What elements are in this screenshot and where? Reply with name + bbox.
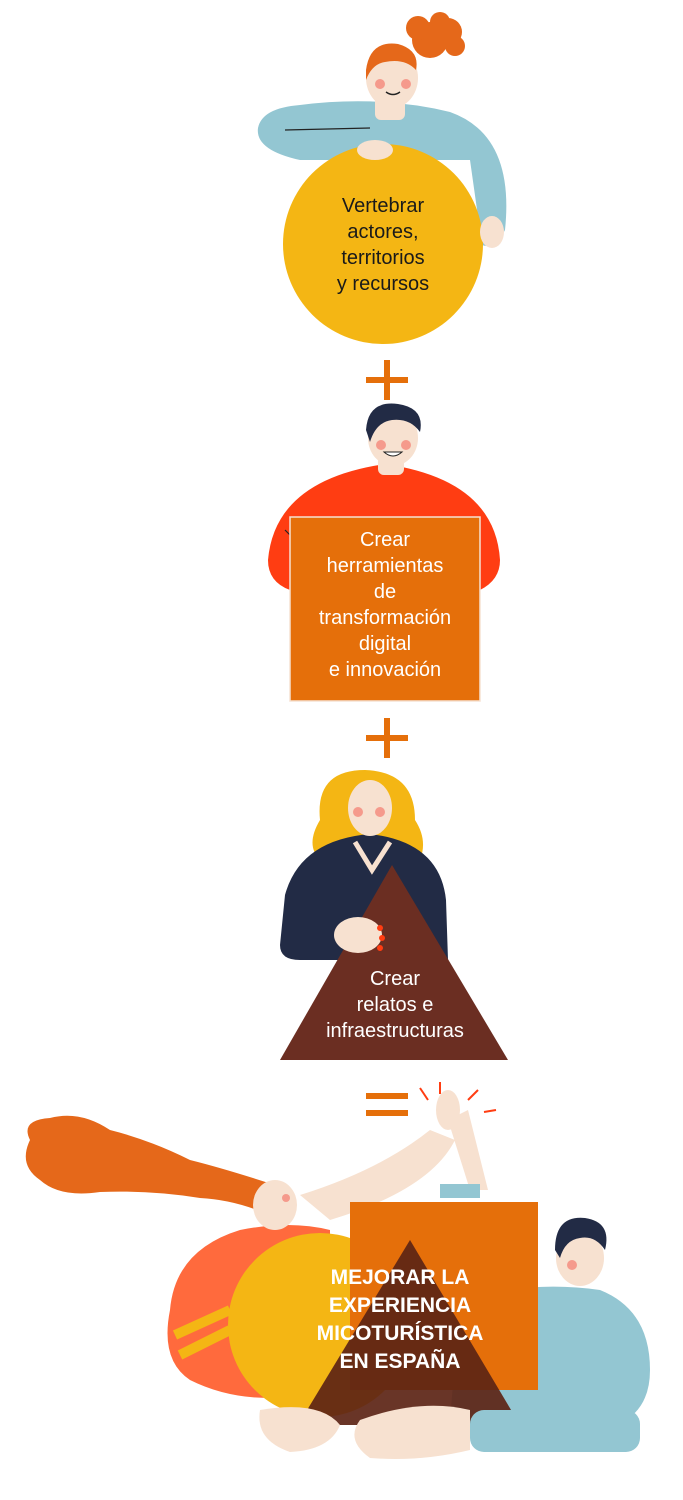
circle-shape	[283, 144, 483, 344]
step-3-line-3: infraestructuras	[326, 1020, 464, 1042]
person-with-triangle-illustration	[280, 770, 508, 1060]
result-line-4: EN ESPAÑA	[339, 1350, 461, 1373]
step-1-line-1: Vertebrar	[341, 195, 425, 217]
step-3-label: Crear relatos e infraestructuras	[300, 963, 490, 1047]
result-triangle-shape	[298, 1240, 520, 1425]
step-2-line-4: transformación	[318, 607, 452, 629]
step-3-line-2: relatos e	[356, 994, 434, 1016]
person-with-square-illustration	[268, 403, 500, 702]
step-2-line-6: e innovación	[328, 659, 442, 681]
step-1-line-4: y recursos	[336, 273, 430, 295]
step-1-line-2: actores,	[347, 221, 419, 243]
step-1-line-3: territorios	[341, 247, 425, 269]
step-1-label: Vertebrar actores, territorios y recurso…	[290, 190, 476, 300]
step-3-line-1: Crear	[369, 968, 420, 990]
result-label: MEJORAR LA EXPERIENCIA MICOTURÍSTICA EN …	[300, 1264, 500, 1376]
result-line-3: MICOTURÍSTICA	[316, 1322, 484, 1345]
square-shape	[289, 516, 481, 702]
result-line-1: MEJORAR LA	[330, 1266, 470, 1289]
step-2-line-5: digital	[358, 633, 412, 655]
person-with-circle-illustration	[257, 12, 507, 344]
step-2-line-2: herramientas	[326, 555, 444, 577]
step-2-label: Crear herramientas de transformación dig…	[290, 525, 480, 685]
hair-bun	[406, 12, 465, 58]
result-line-2: EXPERIENCIA	[328, 1294, 472, 1317]
triangle-shape	[280, 865, 508, 1060]
step-2-line-3: de	[373, 581, 397, 603]
team-result-illustration	[25, 1082, 650, 1459]
step-2-line-1: Crear	[359, 529, 410, 551]
